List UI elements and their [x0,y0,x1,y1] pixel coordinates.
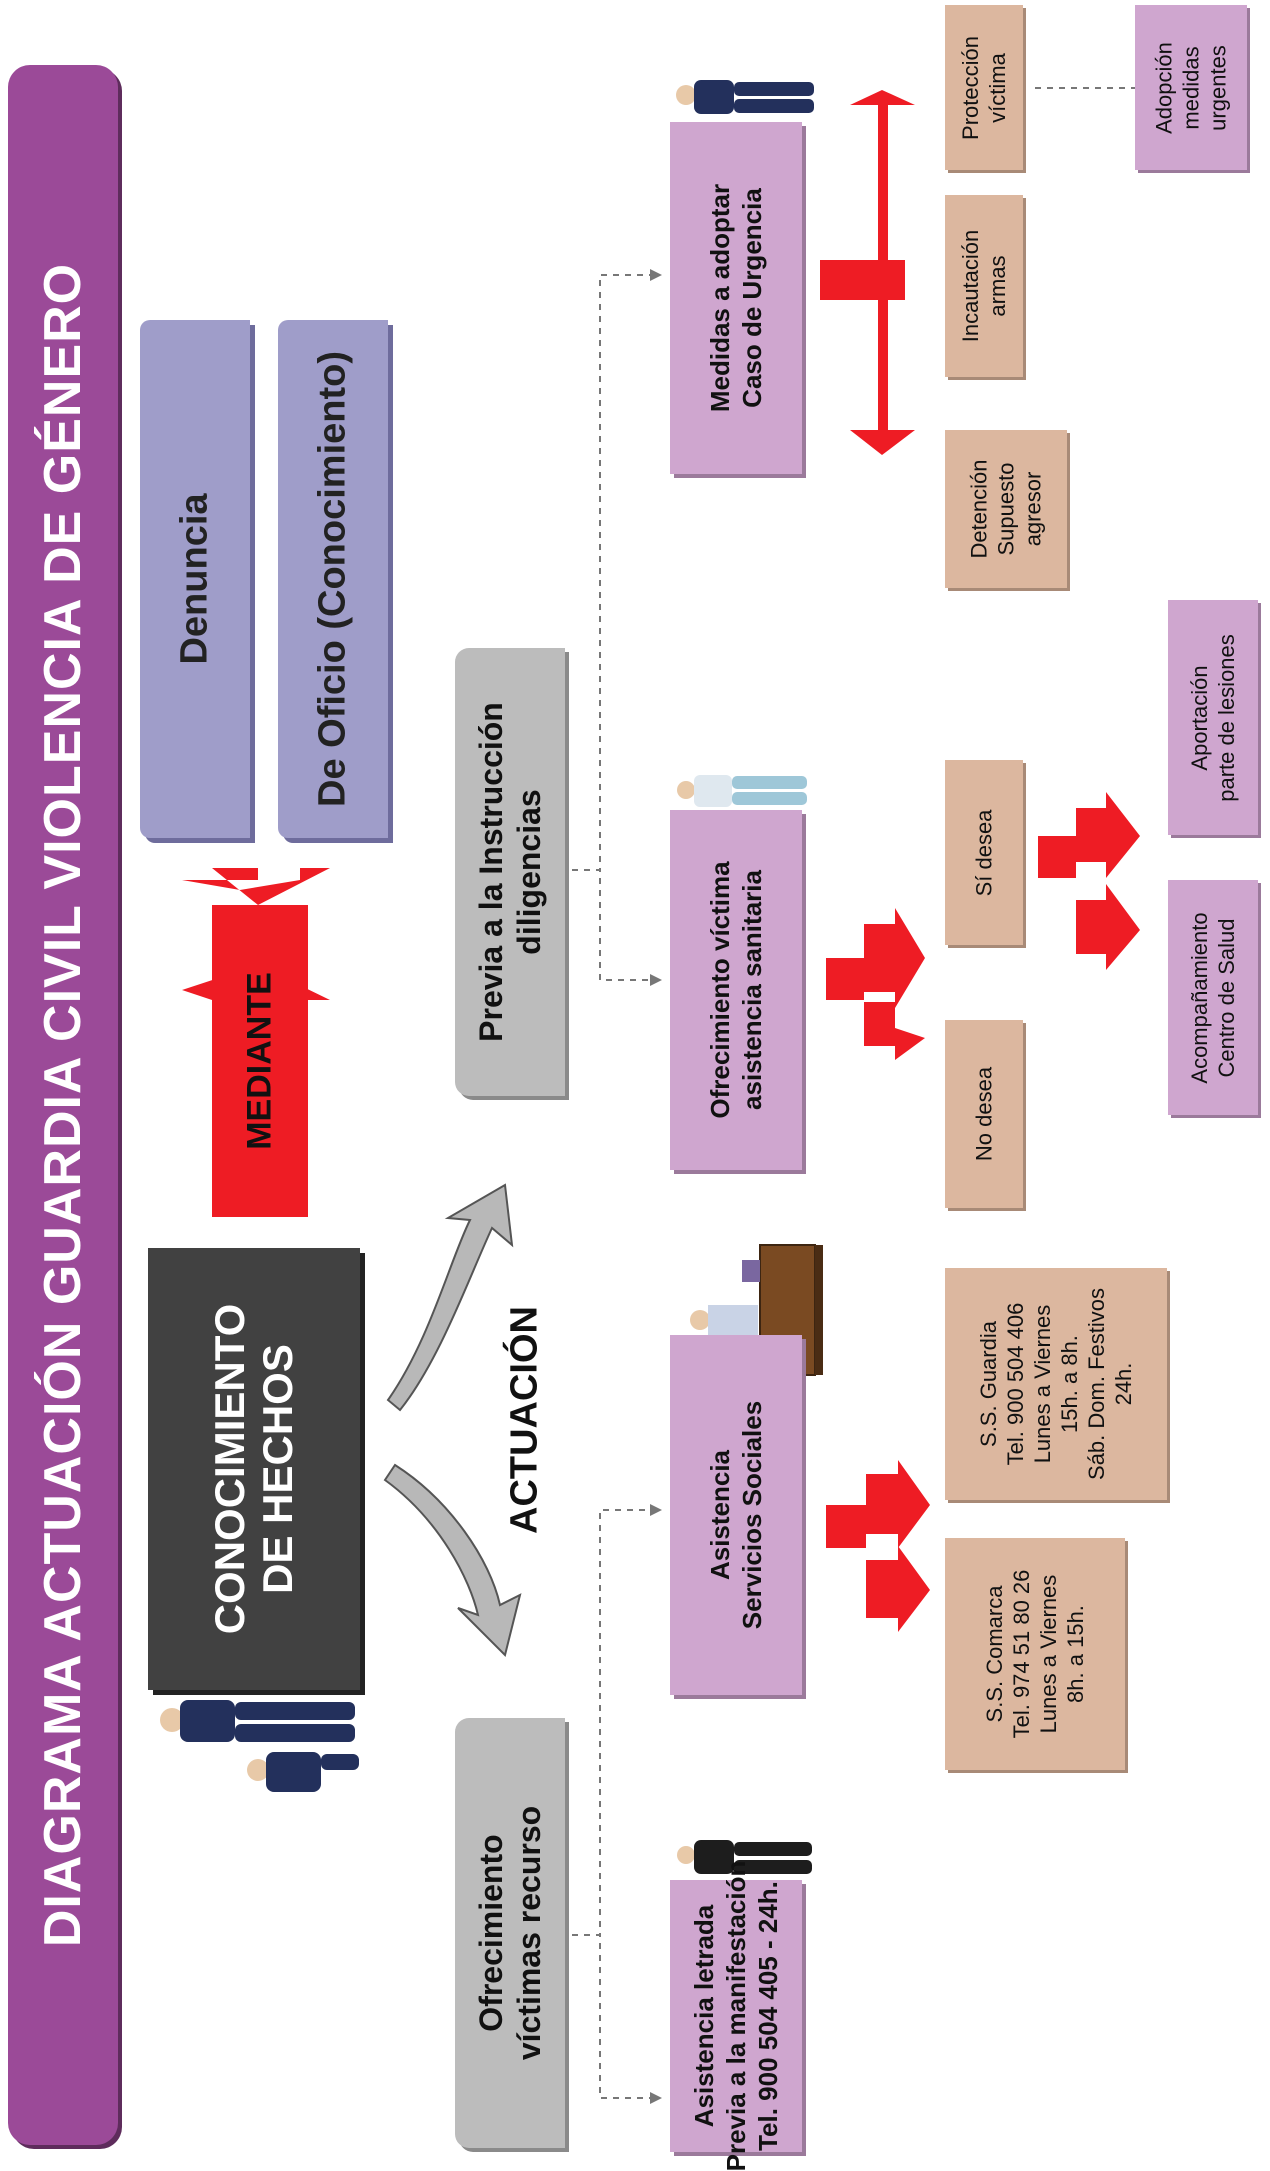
option-de-oficio-label: De Oficio (Conocimiento) [311,351,354,807]
sanitaria-aportacion-label: Aportación parte de lesiones [1187,633,1239,802]
actuacion-label: ACTUACIÓN [503,1306,546,1534]
sanitaria-acompanamiento: Acompañamiento Centro de Salud [1168,880,1258,1115]
mediante-arrow: MEDIANTE [212,905,308,1217]
sanitaria-no-desea-label: No desea [971,1066,997,1162]
sanitaria-si-desea: Sí desea [945,760,1023,945]
branch-previa-label: Previa a la Instrucción diligencias [473,702,547,1042]
officer-figure-conocimiento [160,1700,359,1792]
letrada-label: Asistencia letrada Previa a la manifesta… [689,1860,783,2171]
sociales-comarca: S.S. Comarca Tel. 974 51 80 26 Lunes a V… [945,1538,1125,1770]
medida-detencion: Detención Supuesto agresor [945,430,1067,588]
sanitaria-fork-arrow [826,908,925,1060]
sociales-comarca-label: S.S. Comarca Tel. 974 51 80 26 Lunes a V… [982,1569,1088,1739]
diagram-title: DIAGRAMA ACTUACIÓN GUARDIA CIVIL VIOLENC… [8,65,118,2145]
nurse-figure [677,775,807,807]
sanitaria-aportacion: Aportación parte de lesiones [1168,600,1258,835]
branch-previa: Previa a la Instrucción diligencias [455,648,565,1096]
medidas-label: Medidas a adoptar Caso de Urgencia [705,183,767,413]
conocimiento-box: CONOCIMIENTO DE HECHOS [148,1248,360,1690]
sociales-box: Asistencia Servicios Sociales [670,1335,802,1695]
sanitaria-no-desea: No desea [945,1020,1023,1208]
sociales-guardia: S.S. Guardia Tel. 900 504 406 Lunes a Vi… [945,1268,1167,1500]
actuacion-arrows [383,1183,522,1657]
option-denuncia: Denuncia [140,320,250,838]
sociales-guardia-label: S.S. Guardia Tel. 900 504 406 Lunes a Vi… [976,1288,1136,1480]
sociales-label: Asistencia Servicios Sociales [705,1400,767,1630]
sanitaria-acompanamiento-label: Acompañamiento Centro de Salud [1187,911,1239,1084]
medida-incautacion-label: Incautación armas [958,229,1010,343]
conocimiento-label: CONOCIMIENTO DE HECHOS [206,1303,301,1635]
medida-adopcion: Adopción medidas urgentes [1135,5,1247,170]
dashed-connectors [572,87,1135,2099]
diagram-title-text: DIAGRAMA ACTUACIÓN GUARDIA CIVIL VIOLENC… [34,262,92,1948]
actuacion-label-box: ACTUACIÓN [490,1240,560,1600]
sanitaria-label: Ofrecimiento víctima asistencia sanitari… [705,861,767,1119]
medida-proteccion-label: Protección víctima [958,35,1010,140]
branch-recurso-label: Ofrecimiento víctimas recurso [473,1805,547,2061]
officer-figure-medidas [676,80,814,114]
sanitaria-si-desea-label: Sí desea [971,809,997,896]
option-de-oficio: De Oficio (Conocimiento) [278,320,388,838]
letrada-box: Asistencia letrada Previa a la manifesta… [670,1861,802,2171]
medida-adopcion-label: Adopción medidas urgentes [1151,41,1231,134]
branch-recurso: Ofrecimiento víctimas recurso [455,1718,565,2148]
option-denuncia-label: Denuncia [173,493,216,665]
medidas-box: Medidas a adoptar Caso de Urgencia [670,122,802,474]
sidesea-fork-arrow [1038,792,1140,970]
sociales-fork-arrow [826,1460,930,1632]
medida-incautacion: Incautación armas [945,195,1023,377]
sanitaria-box: Ofrecimiento víctima asistencia sanitari… [670,810,802,1170]
medida-proteccion: Protección víctima [945,5,1023,170]
mediante-label: MEDIANTE [240,972,279,1150]
medidas-red-arrow [820,90,915,455]
lawyer-figure [677,1840,812,1874]
medida-detencion-label: Detención Supuesto agresor [966,459,1046,559]
connector-arrowheads [650,269,662,2104]
